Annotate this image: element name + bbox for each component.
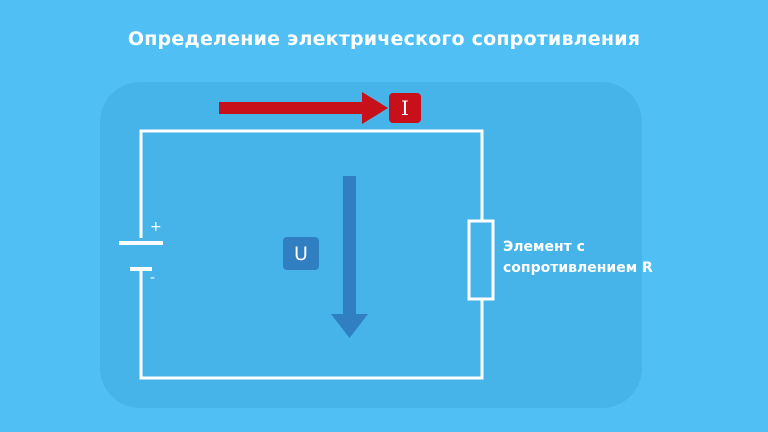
diagram-panel bbox=[100, 82, 642, 408]
resistor-label-line2: сопротивлением R bbox=[503, 260, 653, 276]
resistor-symbol bbox=[467, 219, 495, 301]
battery-symbol bbox=[119, 241, 163, 271]
bottom-wire bbox=[139, 271, 484, 380]
voltage-arrow bbox=[331, 176, 368, 338]
current-label-badge: I bbox=[389, 93, 421, 123]
resistor-label-line1: Элемент с bbox=[503, 239, 585, 255]
battery-minus-sign: - bbox=[150, 270, 156, 286]
resistor-label: Элемент с сопротивлением R bbox=[503, 237, 653, 279]
diagram-title: Определение электрического сопротивления bbox=[127, 28, 641, 50]
top-wire bbox=[139, 129, 484, 238]
circuit-wires bbox=[139, 129, 484, 380]
voltage-label-badge: U bbox=[283, 237, 319, 270]
battery-plus-sign: + bbox=[150, 219, 162, 235]
current-arrow bbox=[219, 92, 388, 124]
